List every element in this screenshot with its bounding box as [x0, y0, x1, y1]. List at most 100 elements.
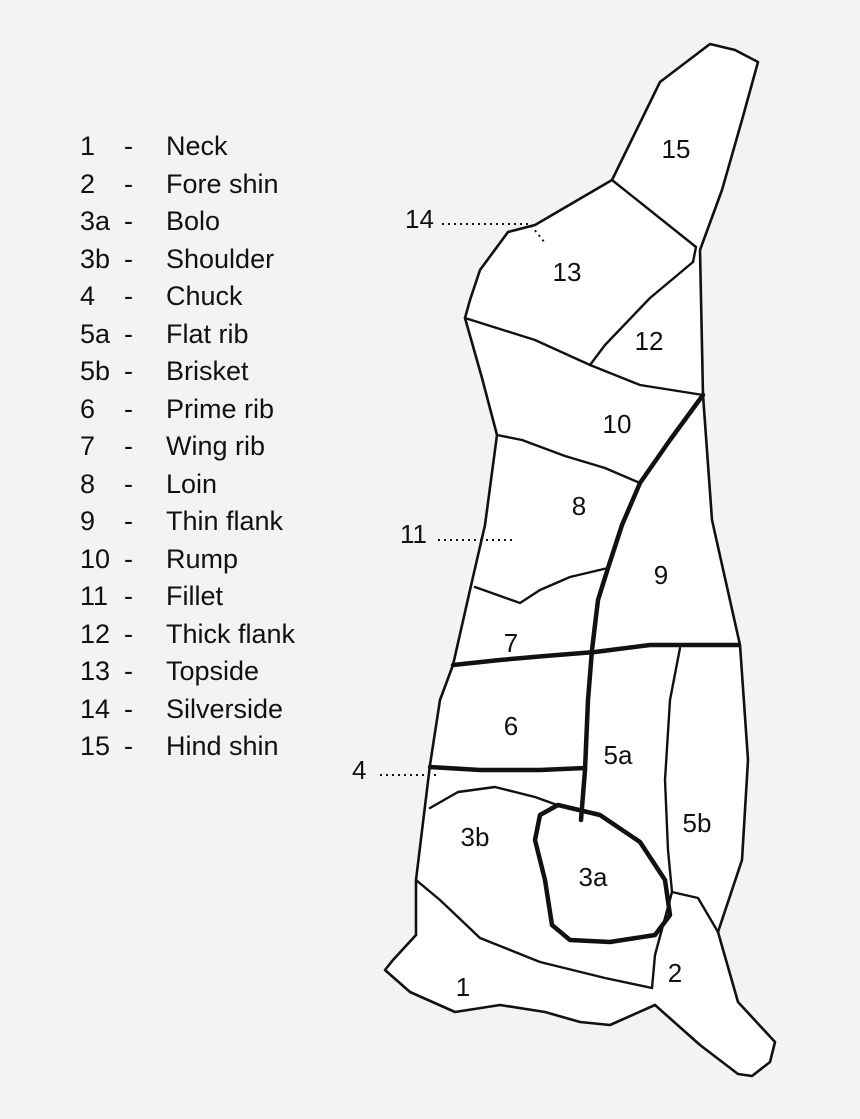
- label-loin: 8: [572, 491, 586, 521]
- callout-chuck: 4: [352, 755, 366, 785]
- legend-cut-name: Wing rib: [166, 431, 266, 462]
- legend-separator: -: [124, 581, 133, 612]
- legend-cut-name: Bolo: [166, 206, 221, 237]
- legend-cut-name: Topside: [166, 656, 260, 687]
- boundary-wing-prime: [450, 642, 741, 668]
- legend-number: 2: [80, 168, 96, 199]
- legend-cut-name: Thick flank: [166, 618, 296, 649]
- label-hind-shin: 15: [662, 134, 691, 164]
- legend-number: 5b: [80, 356, 111, 387]
- boundary-rump-flank: [578, 392, 706, 823]
- cuts-legend: 1-Neck 2-Fore shin 3a-Bolo 3b-Shoulder 4…: [80, 128, 295, 766]
- boundary-shin-brisket: [670, 890, 720, 934]
- legend-separator: -: [124, 131, 133, 162]
- boundary-neck-shin: [650, 890, 674, 990]
- label-rump: 10: [603, 409, 632, 439]
- legend-number: 10: [80, 543, 111, 574]
- legend-separator: -: [124, 468, 133, 499]
- boundary-loin-wing: [473, 566, 610, 605]
- boundary-rump-loin: [495, 433, 642, 485]
- legend-item: 13-Topside: [80, 653, 295, 691]
- boundary-15-13: [610, 178, 698, 249]
- legend-separator: -: [124, 693, 133, 724]
- legend-number: 3b: [80, 243, 111, 274]
- legend-cut-name: Hind shin: [166, 731, 279, 762]
- legend-number: 12: [80, 618, 111, 649]
- boundary-brisket-inner: [663, 646, 682, 894]
- boundary-shoulder-neck: [414, 878, 654, 990]
- legend-item: 10- Rump: [80, 541, 295, 579]
- legend-separator: -: [124, 168, 133, 199]
- legend-item: 3b- Shoulder: [80, 241, 295, 279]
- label-neck: 1: [456, 972, 470, 1002]
- callout-silverside: 14: [405, 204, 434, 234]
- legend-cut-name: Neck: [166, 131, 228, 162]
- legend-item: 1- Neck: [80, 128, 295, 166]
- label-brisket: 5b: [683, 808, 712, 838]
- legend-number: 8: [80, 468, 96, 499]
- legend-item: 4- Chuck: [80, 278, 295, 316]
- legend-separator: -: [124, 618, 133, 649]
- legend-number: 14: [80, 693, 111, 724]
- label-topside: 13: [553, 257, 582, 287]
- legend-number: 5a: [80, 318, 111, 349]
- label-wing-rib: 7: [504, 628, 518, 658]
- boundary-shoulder-top: [428, 785, 562, 810]
- legend-item: 12- Thick flank: [80, 616, 295, 654]
- legend-separator: -: [124, 206, 133, 237]
- label-thin-flank: 9: [654, 560, 668, 590]
- legend-item: 14- Silverside: [80, 691, 295, 729]
- legend-cut-name: Loin: [166, 468, 218, 499]
- legend-cut-name: Brisket: [166, 356, 249, 387]
- legend-number: 13: [80, 656, 111, 687]
- legend-item: 2- Fore shin: [80, 166, 295, 204]
- legend-separator: -: [124, 356, 133, 387]
- legend-item: 6- Prime rib: [80, 391, 295, 429]
- boundary-prime-chuck: [427, 764, 588, 773]
- boundary-bolo: [532, 802, 673, 945]
- boundary-13-12: [588, 245, 698, 367]
- legend-number: 15: [80, 731, 111, 762]
- label-flat-rib: 5a: [604, 740, 633, 770]
- legend-separator: -: [124, 281, 133, 312]
- legend-cut-name: Fillet: [166, 581, 224, 612]
- legend-number: 6: [80, 393, 96, 424]
- legend-number: 7: [80, 431, 96, 462]
- carcass-outline: [383, 42, 777, 1078]
- legend-separator: -: [124, 431, 133, 462]
- legend-item: 5b- Brisket: [80, 353, 295, 391]
- legend-cut-name: Flat rib: [166, 318, 249, 349]
- callout-fillet: 11: [400, 519, 427, 549]
- legend-item: 5a- Flat rib: [80, 316, 295, 354]
- label-shoulder: 3b: [461, 822, 490, 852]
- label-bolo: 3a: [579, 862, 608, 892]
- legend-cut-name: Fore shin: [166, 168, 279, 199]
- legend-number: 3a: [80, 206, 111, 237]
- legend-cut-name: Chuck: [166, 281, 243, 312]
- legend-separator: -: [124, 318, 133, 349]
- label-fore-shin: 2: [668, 958, 682, 988]
- legend-number: 4: [80, 281, 96, 312]
- legend-item: 11- Fillet: [80, 578, 295, 616]
- legend-separator: -: [124, 393, 133, 424]
- legend-number: 11: [80, 581, 109, 612]
- legend-item: 9- Thin flank: [80, 503, 295, 541]
- legend-separator: -: [124, 243, 133, 274]
- legend-item: 3a- Bolo: [80, 203, 295, 241]
- legend-item: 8- Loin: [80, 466, 295, 504]
- legend-item: 15-Hind shin: [80, 728, 295, 766]
- legend-cut-name: Shoulder: [166, 243, 275, 274]
- legend-separator: -: [124, 506, 133, 537]
- legend-separator: -: [124, 543, 133, 574]
- boundary-13-rump: [463, 316, 705, 397]
- legend-cut-name: Silverside: [166, 693, 284, 724]
- legend-number: 9: [80, 506, 96, 537]
- legend-number: 1: [80, 131, 96, 162]
- legend-cut-name: Thin flank: [166, 506, 284, 537]
- label-thick-flank: 12: [635, 326, 664, 356]
- legend-item: 7- Wing rib: [80, 428, 295, 466]
- legend-cut-name: Rump: [166, 543, 239, 574]
- legend-cut-name: Prime rib: [166, 393, 275, 424]
- label-prime-rib: 6: [504, 711, 518, 741]
